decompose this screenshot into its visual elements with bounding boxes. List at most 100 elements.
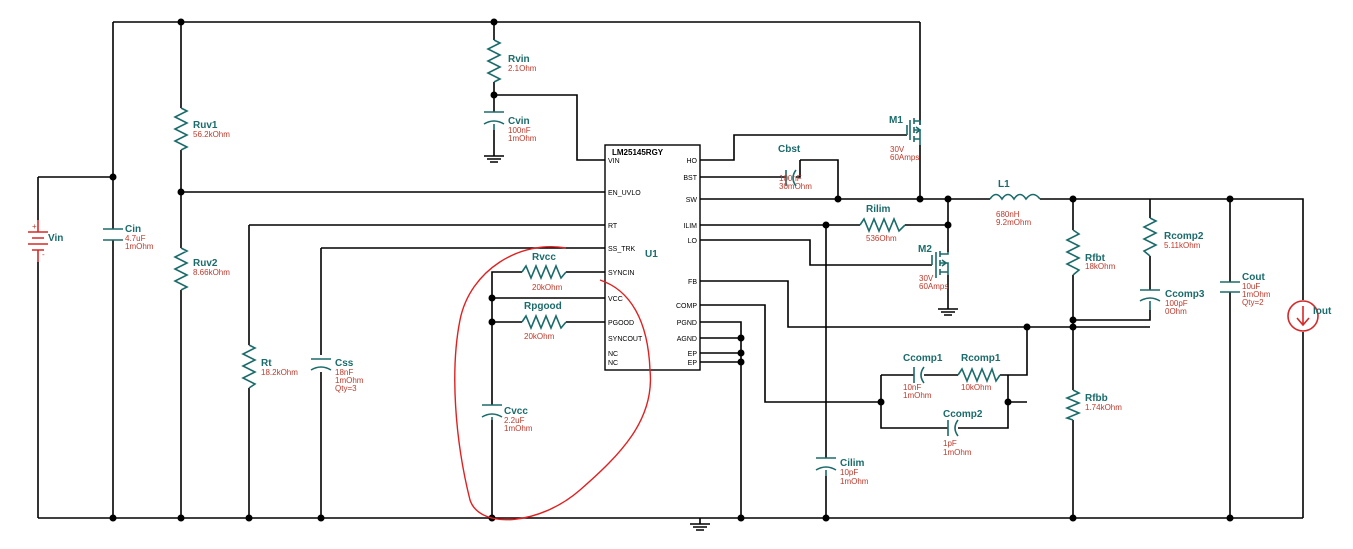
value-label: 100nF bbox=[779, 174, 802, 183]
resistor-rfbt[interactable]: Rfbt 18kOhm bbox=[1065, 229, 1116, 276]
pin-label: FB bbox=[688, 279, 697, 286]
ground-icon bbox=[484, 152, 958, 531]
value-label: 5.11kOhm bbox=[1164, 241, 1201, 250]
capacitor-cvin[interactable]: Cvin 100nF 1mOhm bbox=[483, 111, 537, 143]
value-label: 1mOhm bbox=[335, 376, 364, 385]
ref-label: Rcomp1 bbox=[961, 353, 1001, 364]
ref-label: Ruv2 bbox=[193, 258, 218, 269]
resistor-rcomp2[interactable]: Rcomp2 5.11kOhm bbox=[1142, 217, 1204, 257]
pin-label: SW bbox=[686, 197, 698, 204]
resistor-rt[interactable]: Rt 18.2kOhm bbox=[241, 344, 298, 389]
value-label: 10uF bbox=[1242, 282, 1260, 291]
ref-label: Cvin bbox=[508, 116, 530, 127]
pin-label: VCC bbox=[608, 296, 623, 303]
value-label: 0Ohm bbox=[1165, 307, 1187, 316]
value-label: 18.2kOhm bbox=[261, 368, 298, 377]
value-label: 2.1Ohm bbox=[508, 64, 537, 73]
pin-label: SYNCIN bbox=[608, 270, 634, 277]
value-label: Qty=2 bbox=[1242, 298, 1264, 307]
pin-label: SYNCOUT bbox=[608, 336, 643, 343]
value-label: 10nF bbox=[903, 383, 921, 392]
ref-label: Rfbb bbox=[1085, 393, 1108, 404]
value-label: 1mOhm bbox=[1242, 290, 1271, 299]
value-label: 536Ohm bbox=[866, 234, 897, 243]
capacitor-cbst[interactable]: Cbst 100nF 30mOhm bbox=[778, 144, 812, 191]
ref-label: Iout bbox=[1313, 306, 1332, 317]
pin-label: BST bbox=[683, 175, 697, 182]
pin-label: LO bbox=[688, 238, 698, 245]
resistor-rvin[interactable]: Rvin 2.1Ohm bbox=[486, 39, 537, 83]
iout-source[interactable]: Iout bbox=[1287, 300, 1332, 332]
capacitor-cout[interactable]: Cout 10uF 1mOhm Qty=2 bbox=[1220, 272, 1271, 307]
pin-label: NC bbox=[608, 360, 618, 367]
pin-label: VIN bbox=[608, 158, 620, 165]
value-label: 1mOhm bbox=[943, 448, 972, 457]
ref-label: Rt bbox=[261, 358, 272, 369]
ic-ref-label: U1 bbox=[645, 249, 658, 260]
value-label: 60Amps bbox=[919, 282, 948, 291]
ref-label: Ruv1 bbox=[193, 120, 218, 131]
ref-label: Rvin bbox=[508, 54, 530, 65]
resistor-ruv1[interactable]: Ruv1 56.2kOhm bbox=[173, 107, 230, 151]
vin-source[interactable]: + - Vin bbox=[28, 220, 63, 262]
value-label: 680nH bbox=[996, 210, 1020, 219]
resistor-rilim[interactable]: Rilim 536Ohm bbox=[859, 204, 906, 243]
pin-label: HO bbox=[687, 158, 698, 165]
value-label: 18nF bbox=[335, 368, 353, 377]
capacitor-ccomp3[interactable]: Ccomp3 100pF 0Ohm bbox=[1139, 289, 1205, 316]
capacitor-cvcc[interactable]: Cvcc 2.2uF 1mOhm bbox=[481, 404, 533, 433]
value-label: 60Amps bbox=[890, 153, 919, 162]
pin-label: EP bbox=[688, 351, 698, 358]
ref-label: M2 bbox=[918, 244, 932, 255]
value-label: 9.2mOhm bbox=[996, 218, 1031, 227]
annotation-circle bbox=[454, 246, 652, 521]
value-label: Qty=3 bbox=[335, 384, 357, 393]
ref-label: Cvcc bbox=[504, 406, 528, 417]
value-label: 1mOhm bbox=[508, 134, 537, 143]
resistor-rcomp1[interactable]: Rcomp1 10kOhm bbox=[957, 353, 1001, 392]
resistor-rvcc[interactable]: Rvcc 20kOhm bbox=[521, 252, 567, 292]
value-label: 30V bbox=[890, 145, 905, 154]
pin-label: SS_TRK bbox=[608, 246, 636, 253]
capacitor-cilim[interactable]: Cilim 10pF 1mOhm bbox=[815, 457, 869, 486]
mosfet-m1[interactable]: M1 30V 60Amps bbox=[889, 115, 922, 162]
ref-label: Css bbox=[335, 358, 354, 369]
value-label: 56.2kOhm bbox=[193, 130, 230, 139]
ref-label: L1 bbox=[998, 179, 1010, 190]
value-label: 1mOhm bbox=[125, 242, 154, 251]
value-label: 1mOhm bbox=[903, 391, 932, 400]
value-label: 18kOhm bbox=[1085, 262, 1116, 271]
pin-label: RT bbox=[608, 223, 618, 230]
resistor-rfbb[interactable]: Rfbb 1.74kOhm bbox=[1064, 389, 1122, 421]
pin-label: COMP bbox=[676, 303, 697, 310]
capacitor-ccomp2[interactable]: Ccomp2 1pF 1mOhm bbox=[943, 409, 983, 457]
ref-label: Ccomp2 bbox=[943, 409, 983, 420]
ref-label: Ccomp1 bbox=[903, 353, 943, 364]
value-label: 1.74kOhm bbox=[1085, 403, 1122, 412]
value-label: 100nF bbox=[508, 126, 531, 135]
wires bbox=[37, 21, 1304, 519]
resistor-rpgood[interactable]: Rpgood 20kOhm bbox=[521, 301, 567, 341]
value-label: 10kOhm bbox=[961, 383, 992, 392]
capacitor-ccomp1[interactable]: Ccomp1 10nF 1mOhm bbox=[903, 353, 943, 400]
ref-label: Cilim bbox=[840, 458, 865, 469]
capacitor-cin[interactable]: Cin 4.7uF 1mOhm bbox=[103, 224, 154, 251]
value-label: 1pF bbox=[943, 439, 957, 448]
value-label: 30mOhm bbox=[779, 182, 812, 191]
pin-label: PGOOD bbox=[608, 320, 634, 327]
ref-label: Ccomp3 bbox=[1165, 289, 1205, 300]
inductor-l1[interactable]: L1 680nH 9.2mOhm bbox=[989, 179, 1041, 227]
mosfet-m2[interactable]: M2 30V 60Amps bbox=[918, 244, 949, 291]
ref-label: Cin bbox=[125, 224, 141, 235]
value-label: 4.7uF bbox=[125, 234, 146, 243]
value-label: 1mOhm bbox=[504, 424, 533, 433]
value-label: 10pF bbox=[840, 468, 858, 477]
capacitor-css[interactable]: Css 18nF 1mOhm Qty=3 bbox=[310, 358, 364, 393]
junctions bbox=[109, 18, 1234, 522]
svg-text:-: - bbox=[42, 250, 45, 259]
ic-u1[interactable]: LM25145RGY U1 VIN EN_UVLO RT SS_TRK SYNC… bbox=[604, 144, 701, 371]
resistor-ruv2[interactable]: Ruv2 8.66kOhm bbox=[173, 247, 230, 291]
value-label: 1mOhm bbox=[840, 477, 869, 486]
ref-label: Rvcc bbox=[532, 252, 556, 263]
